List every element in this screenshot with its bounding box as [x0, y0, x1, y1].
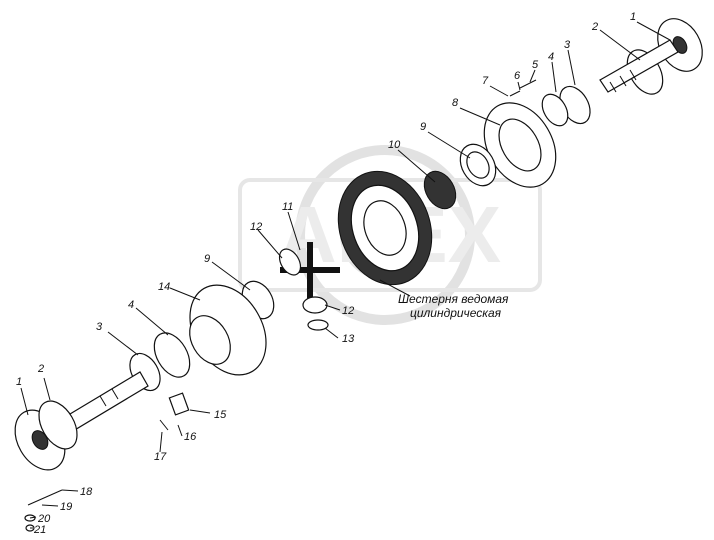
- watermark-gear-ring: [295, 145, 475, 325]
- label-mid-11: 11: [282, 201, 293, 213]
- label-upper-7: 7: [482, 75, 489, 87]
- label-mid-12a: 12: [250, 221, 262, 233]
- pinion-gear-lower: [302, 296, 328, 314]
- upper-bearing: [541, 85, 591, 127]
- label-lower-1: 1: [16, 376, 22, 388]
- label-lower-4: 4: [128, 299, 134, 311]
- driven-spur-gear: [337, 170, 433, 286]
- caption-line-1: Шестерня ведомая: [398, 292, 509, 306]
- label-lower-19: 19: [60, 501, 72, 513]
- label-upper-2: 2: [591, 21, 598, 33]
- upper-side-gear: [423, 170, 457, 210]
- caption-line-2: цилиндрическая: [410, 306, 502, 320]
- label-lower-20: 20: [37, 513, 51, 525]
- upper-axle-shaft: [599, 39, 679, 93]
- lower-lock-plate: [159, 392, 190, 431]
- label-lower-2: 2: [37, 363, 44, 375]
- label-lower-21: 21: [33, 524, 46, 536]
- lower-hub-flange: [14, 400, 78, 471]
- spider-cross: [278, 242, 340, 331]
- label-upper-6: 6: [514, 70, 521, 82]
- leader-lines: [20, 21, 671, 529]
- label-lower-18: 18: [80, 486, 93, 498]
- label-upper-4: 4: [548, 51, 554, 63]
- label-upper-1: 1: [630, 11, 636, 23]
- label-lower-17: 17: [154, 451, 167, 463]
- lower-differential-housing: [189, 284, 267, 376]
- label-upper-5: 5: [532, 59, 539, 71]
- label-mid-12b: 12: [342, 305, 354, 317]
- pinion-gear-left: [278, 248, 302, 276]
- label-mid-14: 14: [158, 281, 170, 293]
- label-mid-9: 9: [204, 253, 210, 265]
- label-lower-16: 16: [184, 431, 197, 443]
- label-lower-3: 3: [96, 321, 103, 333]
- label-mid-13: 13: [342, 333, 355, 345]
- upper-thrust-washer: [459, 143, 497, 187]
- lower-gasket: [38, 400, 78, 450]
- pinion-washer: [307, 319, 329, 331]
- label-upper-9: 9: [420, 121, 426, 133]
- upper-bolts: [509, 79, 537, 97]
- label-upper-3: 3: [564, 39, 571, 51]
- lower-bolt-set: [24, 489, 63, 532]
- label-lower-15: 15: [214, 409, 227, 421]
- label-upper-10: 10: [388, 139, 401, 151]
- label-upper-8: 8: [452, 97, 459, 109]
